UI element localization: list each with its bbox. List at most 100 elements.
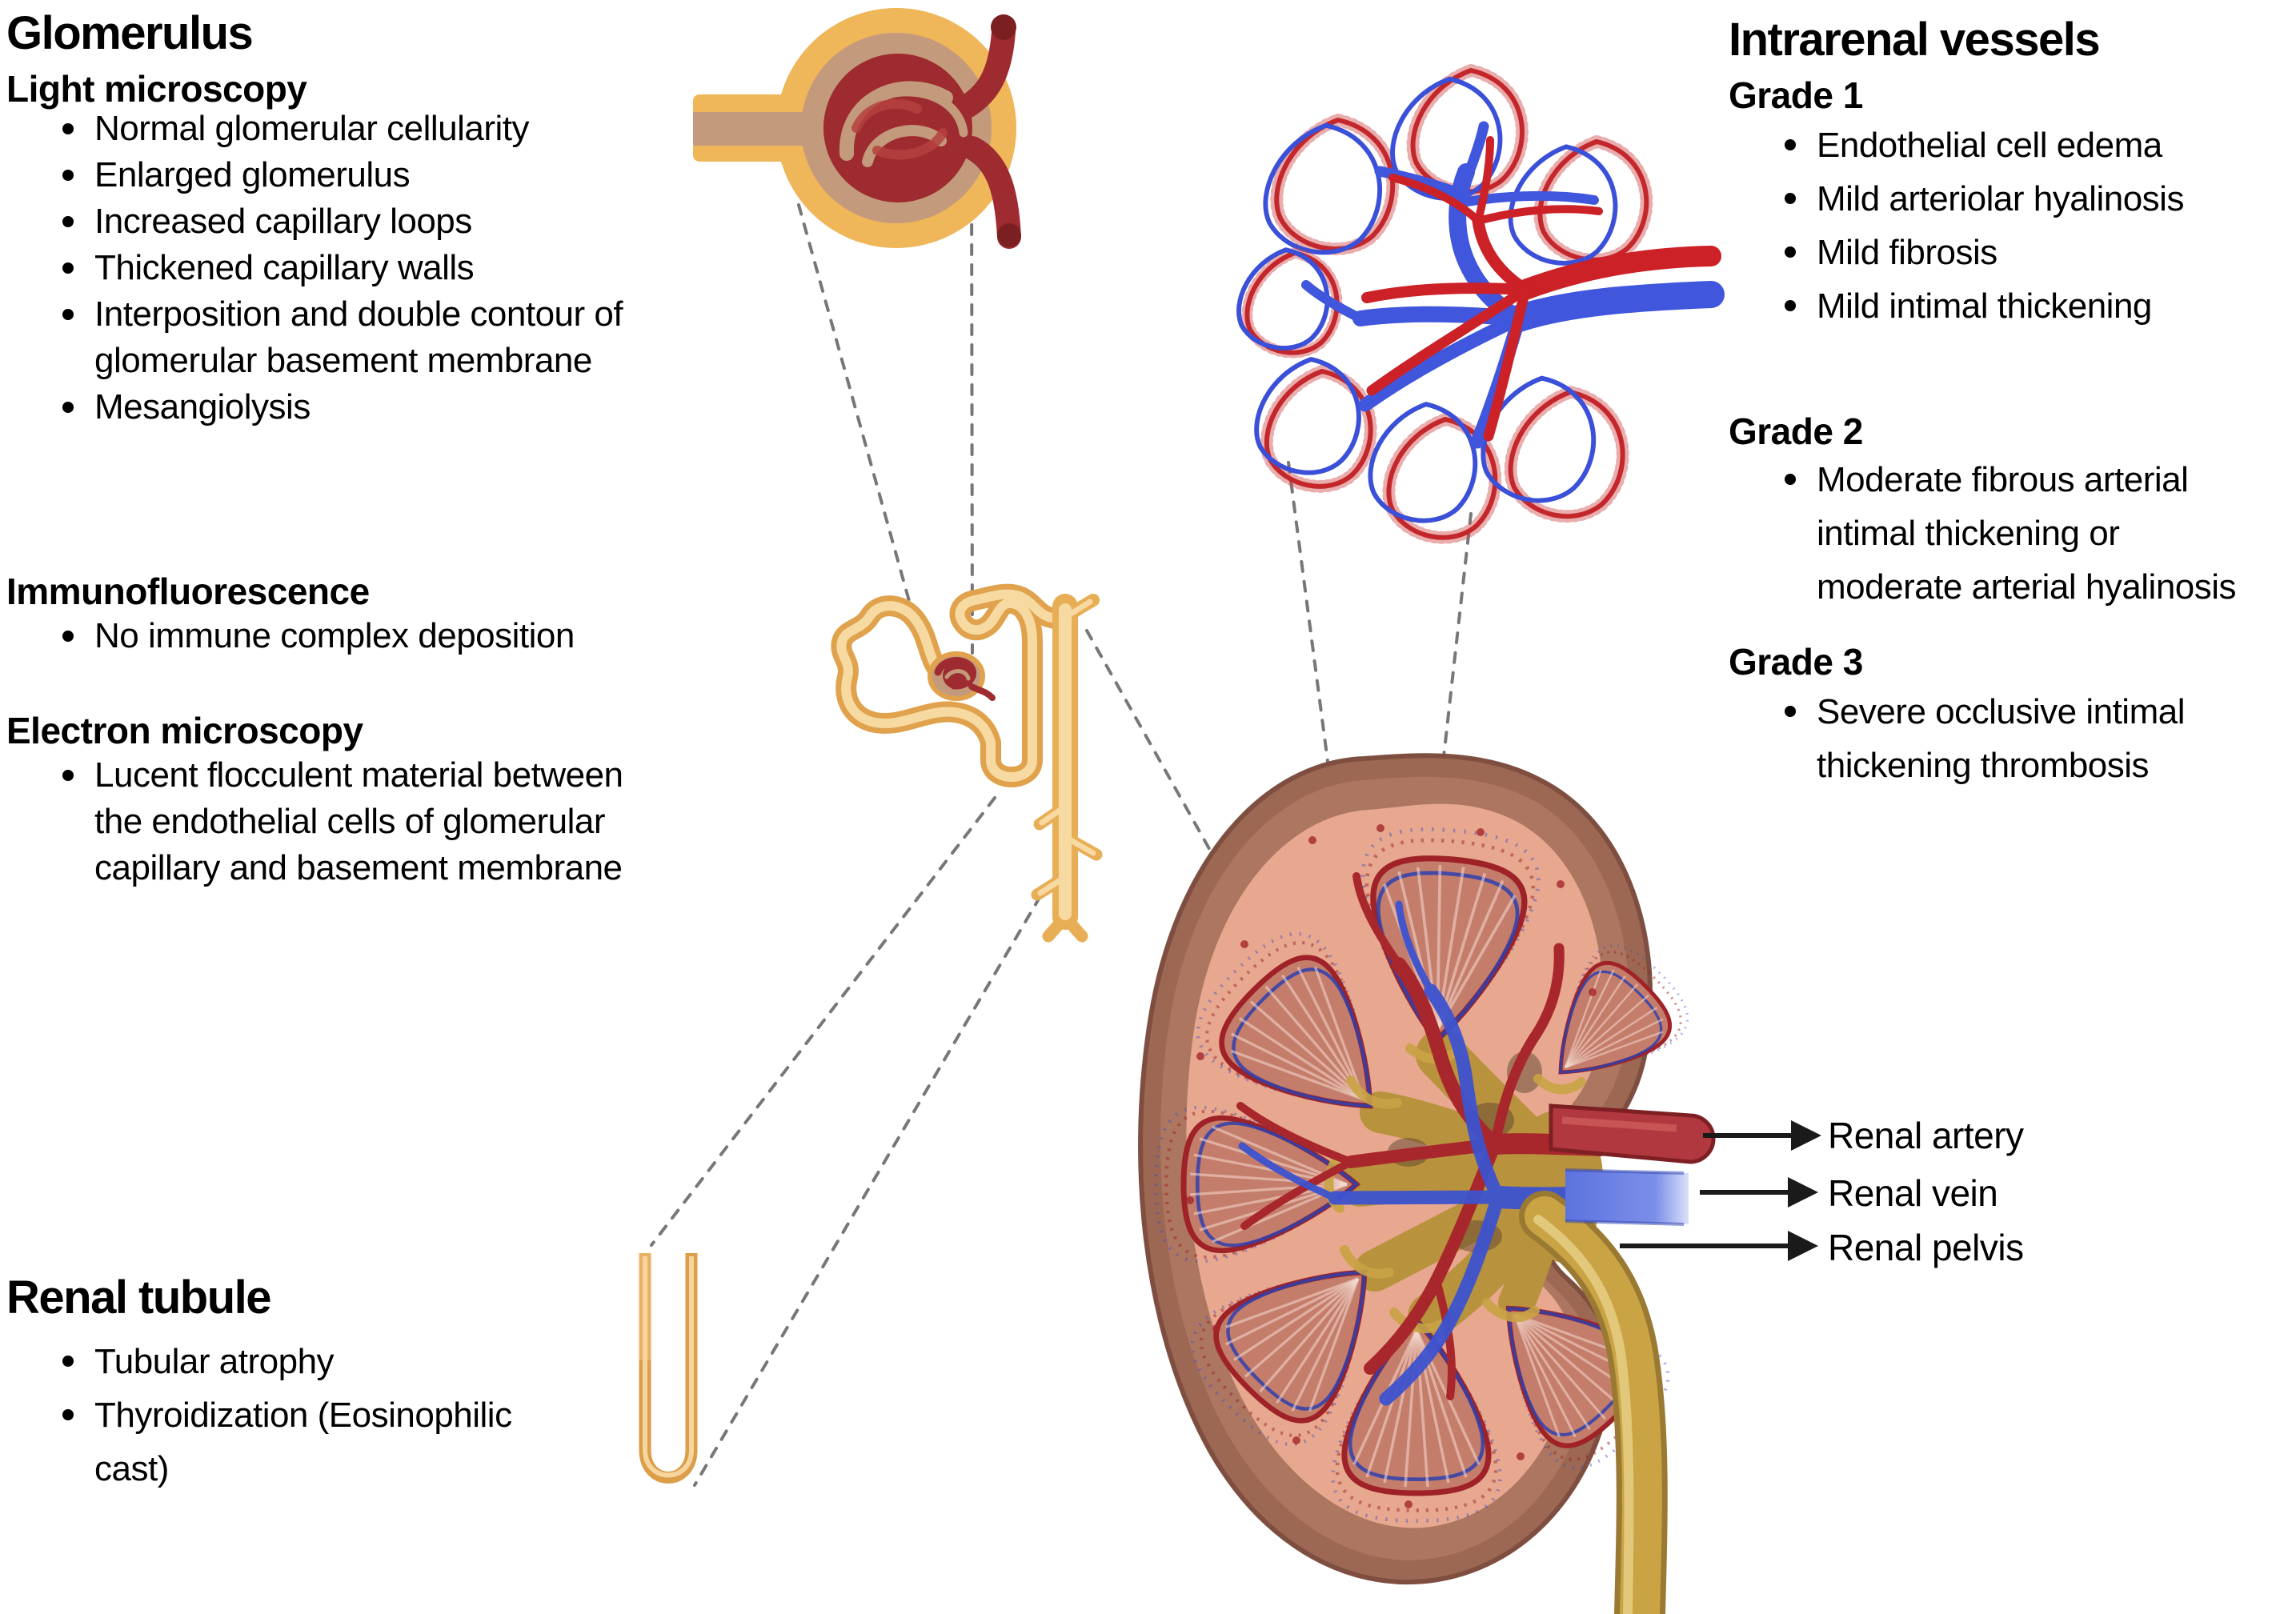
- renal-vein-arrow: [1700, 1177, 1818, 1207]
- bullet-marker: [62, 216, 74, 227]
- bullet-item: Mild intimal thickening: [1770, 279, 2184, 333]
- bullet-item: Increased capillary loops: [48, 198, 623, 245]
- grade-3-heading: Grade 3: [1729, 641, 1863, 683]
- vascular-lobe: [1508, 134, 1653, 266]
- bullet-item: Mild arteriolar hyalinosis: [1770, 172, 2184, 226]
- kidney-illustration: [1138, 753, 1716, 1614]
- nephron-tubule-core: [836, 589, 1069, 782]
- renal-artery-arrow: [1703, 1120, 1821, 1151]
- nephron-glomerulus: [928, 651, 996, 701]
- bullet-item: Endothelial cell edema: [1770, 118, 2184, 172]
- bullet-line: Normal glomerular cellularity: [94, 109, 530, 148]
- renal-artery-tree: [1361, 136, 1721, 442]
- capillary-tuft: [823, 54, 972, 202]
- bullet-line: Moderate fibrous arterial: [1817, 460, 2189, 499]
- immunofluorescence-heading: Immunofluorescence: [6, 571, 370, 612]
- light-microscopy-list: Normal glomerular cellularity Enlarged g…: [48, 106, 623, 431]
- renal-pelvis-label: Renal pelvis: [1828, 1227, 2024, 1268]
- dashed-connector: [693, 895, 1042, 1487]
- glomerulus-title: Glomerulus: [6, 7, 254, 59]
- dashed-connector: [797, 203, 920, 637]
- bullet-line: Mesangiolysis: [94, 387, 311, 427]
- grade-3-list: Severe occlusive intimal thickening throm…: [1770, 685, 2185, 792]
- immunofluorescence-list: No immune complex deposition: [48, 613, 575, 659]
- bullet-item: Interposition and double contour of glome…: [48, 291, 623, 384]
- bullet-marker: [62, 1356, 74, 1367]
- bullet-marker: [1785, 300, 1796, 311]
- dashed-connector: [650, 796, 996, 1247]
- bullet-item: Enlarged glomerulus: [48, 152, 623, 198]
- vascular-lobe: [1481, 375, 1629, 523]
- bullet-marker: [1785, 706, 1796, 717]
- bullet-marker: [62, 631, 74, 642]
- bullet-line: Thickened capillary walls: [94, 248, 475, 287]
- ureter: [1519, 1191, 1668, 1614]
- bullet-line: intimal thickening or: [1817, 514, 2120, 553]
- bullet-line: cast): [94, 1449, 169, 1488]
- vascular-lobe: [1368, 402, 1502, 544]
- bullet-item: Thyroidization (Eosinophilic cast): [48, 1388, 512, 1496]
- cortex-glomeruli-dots: [1186, 824, 1597, 1508]
- bullet-line: Interposition and double contour of: [94, 294, 623, 334]
- vascular-tree-illustration: [1236, 63, 1725, 544]
- bullet-marker: [62, 770, 74, 781]
- grade-2-heading: Grade 2: [1729, 411, 1863, 452]
- bullet-line: No immune complex deposition: [94, 616, 575, 655]
- bullet-line: Endothelial cell edema: [1817, 126, 2162, 165]
- bullet-marker: [62, 309, 74, 320]
- bullet-marker: [1785, 193, 1796, 204]
- renal-artery-label: Renal artery: [1828, 1115, 2024, 1156]
- renal-vein-label: Renal vein: [1828, 1172, 1998, 1214]
- bullet-line: Thyroidization (Eosinophilic: [94, 1396, 512, 1435]
- bullet-item: Severe occlusive intimal thickening throm…: [1770, 685, 2185, 792]
- grade-1-list: Endothelial cell edema Mild arteriolar h…: [1770, 118, 2184, 333]
- electron-microscopy-list: Lucent flocculent material between the en…: [48, 752, 623, 891]
- bullet-marker: [1785, 246, 1796, 258]
- vascular-lobe: [1236, 246, 1343, 358]
- nephron-illustration: [831, 583, 1103, 943]
- bullet-line: glomerular basement membrane: [94, 341, 592, 380]
- bullet-marker: [1785, 474, 1796, 485]
- vascular-lobe: [1254, 356, 1377, 493]
- bullet-line: Enlarged glomerulus: [94, 155, 411, 194]
- bullet-line: Severe occlusive intimal: [1817, 692, 2185, 731]
- bullet-line: moderate arterial hyalinosis: [1817, 567, 2237, 607]
- bullet-line: the endothelial cells of glomerular: [94, 802, 605, 841]
- bullet-marker: [62, 1409, 74, 1420]
- bullet-line: capillary and basement membrane: [94, 848, 623, 887]
- collecting-duct: [1031, 594, 1103, 943]
- bullet-item: Normal glomerular cellularity: [48, 106, 623, 152]
- bullet-line: Mild arteriolar hyalinosis: [1817, 179, 2184, 218]
- bullet-marker: [62, 170, 74, 181]
- label-arrows: [1620, 1120, 1821, 1261]
- bullet-line: Tubular atrophy: [94, 1342, 335, 1381]
- efferent-arteriole: [952, 20, 1021, 249]
- renal-tubule-title: Renal tubule: [6, 1272, 272, 1324]
- renal-tubule-list: Tubular atrophy Thyroidization (Eosinoph…: [48, 1335, 512, 1496]
- light-microscopy-heading: Light microscopy: [6, 68, 307, 110]
- bullet-item: Tubular atrophy: [48, 1335, 512, 1388]
- bullet-line: Lucent flocculent material between: [94, 755, 623, 795]
- electron-microscopy-heading: Electron microscopy: [6, 710, 363, 751]
- grade-1-heading: Grade 1: [1729, 74, 1863, 116]
- bullet-item: Moderate fibrous arterial intimal thicken…: [1770, 453, 2237, 614]
- loop-of-henle-illustration: [639, 1253, 698, 1484]
- intrarenal-vessels-title: Intrarenal vessels: [1729, 14, 2101, 66]
- bullet-item: Thickened capillary walls: [48, 245, 623, 291]
- bullet-line: Mild intimal thickening: [1817, 286, 2152, 326]
- bullet-marker: [62, 262, 74, 274]
- bullet-marker: [62, 402, 74, 413]
- grade-2-list: Moderate fibrous arterial intimal thicken…: [1770, 453, 2237, 614]
- bullet-item: Mesangiolysis: [48, 384, 623, 431]
- bullet-line: Mild fibrosis: [1817, 233, 1997, 272]
- bullet-item: Mild fibrosis: [1770, 226, 2184, 279]
- bullet-item: Lucent flocculent material between the en…: [48, 752, 623, 891]
- bullet-marker: [1785, 139, 1796, 150]
- bullet-item: No immune complex deposition: [48, 613, 575, 659]
- renal-pelvis-arrow: [1620, 1231, 1818, 1261]
- vascular-lobe: [1263, 113, 1400, 256]
- glomerulus-illustration: [693, 8, 1021, 249]
- bullet-marker: [62, 123, 74, 134]
- bullet-line: thickening thrombosis: [1817, 746, 2150, 785]
